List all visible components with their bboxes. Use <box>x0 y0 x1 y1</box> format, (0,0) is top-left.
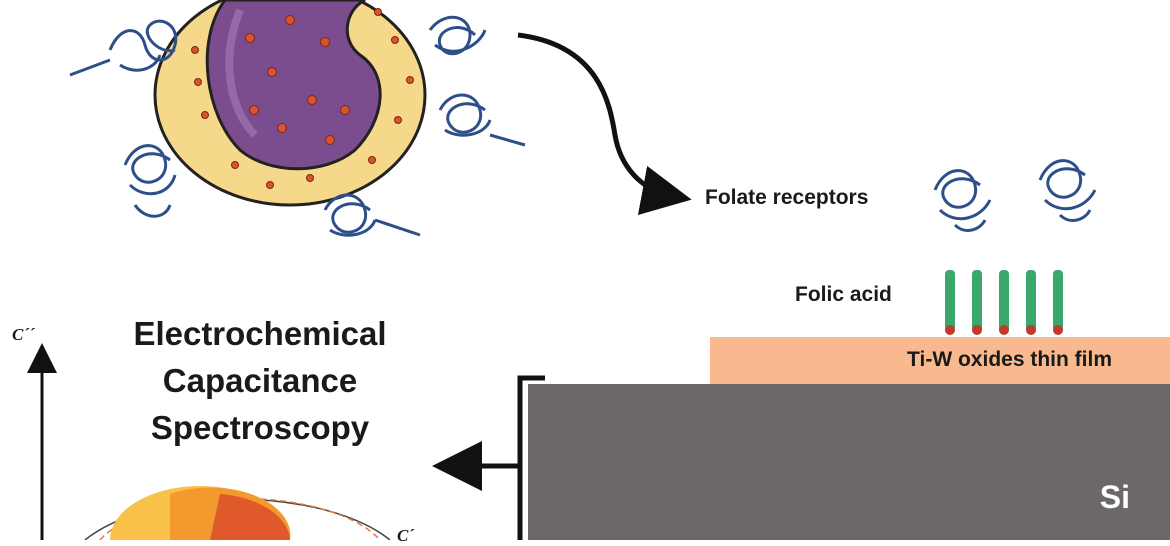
title-line-3: Spectroscopy <box>150 409 370 446</box>
protein-cluster <box>69 19 178 77</box>
organelle-dots <box>191 8 414 189</box>
title-line-1: Electrochemical <box>133 315 387 352</box>
title-line-2: Capacitance <box>162 362 358 399</box>
protein-cluster <box>123 144 177 218</box>
silicon-substrate: Si <box>528 384 1170 540</box>
label-substrate: Si <box>1099 479 1130 515</box>
technique-title: Electrochemical Capacitance Spectroscopy <box>95 310 425 451</box>
folic-acid-molecules <box>945 270 1063 335</box>
protein-cluster <box>323 193 421 237</box>
x-axis-label: C´ <box>397 526 414 545</box>
protein-cluster <box>428 15 487 56</box>
label-folate-receptors: Folate receptors <box>705 186 869 209</box>
label-folic-acid: Folic acid <box>795 283 892 306</box>
curved-arrow-to-receptors <box>517 32 692 216</box>
receptor-proteins-on-cell <box>69 15 526 237</box>
bracket <box>517 375 545 540</box>
capacitance-plot <box>84 486 391 540</box>
protein-cluster <box>438 93 526 147</box>
surface-receptor-proteins <box>933 159 1097 232</box>
thin-film-layer: Ti-W oxides thin film <box>710 337 1170 384</box>
cancer-cell <box>153 0 427 207</box>
y-axis-label: C´´ <box>12 325 35 344</box>
label-thin-film: Ti-W oxides thin film <box>907 348 1112 371</box>
